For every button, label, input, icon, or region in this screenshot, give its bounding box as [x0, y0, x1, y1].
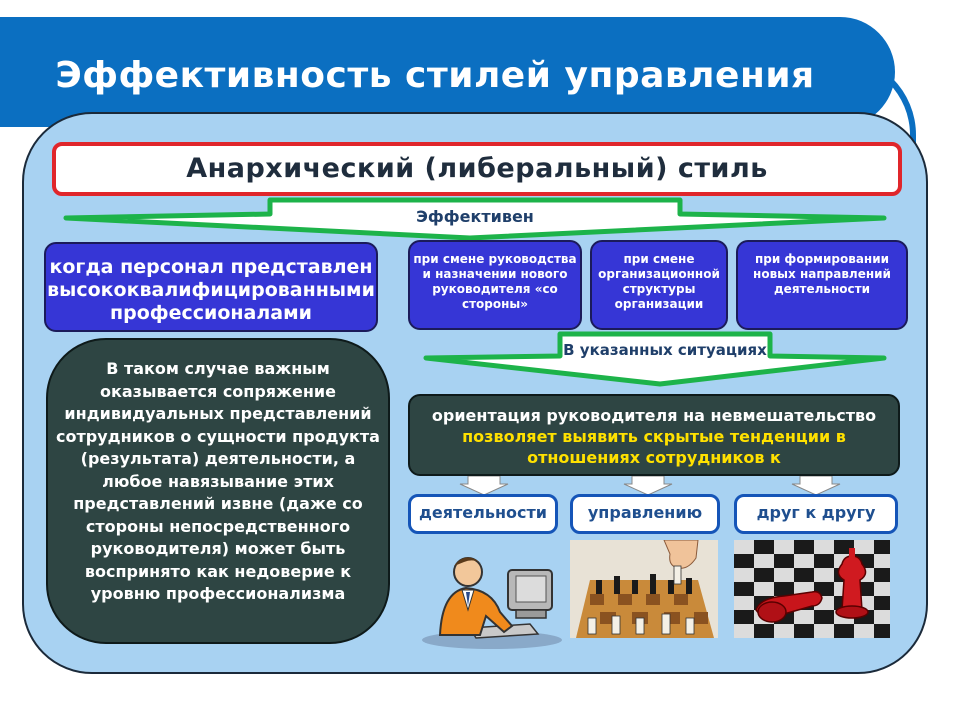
orientation-highlight: позволяет выявить скрытые тенденции в от…	[462, 427, 846, 467]
explanation-box: В таком случае важным оказывается сопряж…	[46, 338, 390, 644]
condition-leader-change: при смене руководства и назначении новог…	[408, 240, 582, 330]
orientation-box: ориентация руководителя на невмешательст…	[408, 394, 900, 476]
effective-arrow	[63, 197, 887, 241]
chess-hand-picture	[570, 540, 718, 638]
orientation-text: ориентация руководителя на невмешательст…	[431, 406, 877, 425]
down-arrow-1	[459, 476, 509, 496]
condition-personnel: когда персонал представлен высококвалифи…	[44, 242, 378, 332]
situations-arrow	[423, 331, 887, 387]
red-chess-pieces-picture	[734, 540, 890, 638]
situations-label: В указанных ситуациях	[563, 341, 767, 359]
effective-label: Эффективен	[416, 207, 534, 226]
person-at-computer-picture	[422, 557, 562, 649]
style-header: Анархический (либеральный) стиль	[52, 142, 902, 196]
down-arrow-3	[791, 476, 841, 496]
result-each-other: друг к другу	[734, 494, 898, 534]
condition-structure-change: при смене организационной структуры орга…	[590, 240, 728, 330]
result-activity: деятельности	[408, 494, 558, 534]
title-bar	[0, 17, 895, 127]
slide-title: Эффективность стилей управления	[55, 55, 815, 96]
condition-new-directions: при формировании новых направлений деяте…	[736, 240, 908, 330]
result-management: управлению	[570, 494, 720, 534]
down-arrow-2	[623, 476, 673, 496]
